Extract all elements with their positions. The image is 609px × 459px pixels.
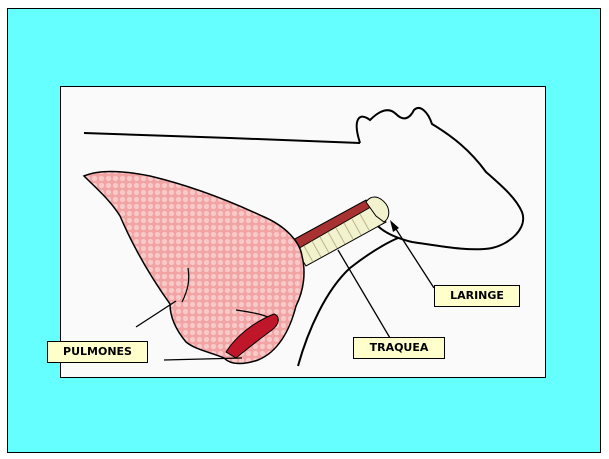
laringe-arrowhead [390, 220, 399, 232]
laringe-leader-line [394, 226, 434, 288]
pulmones-leader-line [136, 301, 176, 327]
animal-head-outline [357, 108, 523, 249]
laringe-label: LARINGE [434, 285, 520, 307]
animal-back-outline [84, 133, 360, 143]
pulmones-label: PULMONES [47, 341, 148, 363]
traquea-leader-line [338, 250, 390, 338]
traquea-label: TRAQUEA [353, 337, 445, 359]
lungs [84, 172, 304, 364]
